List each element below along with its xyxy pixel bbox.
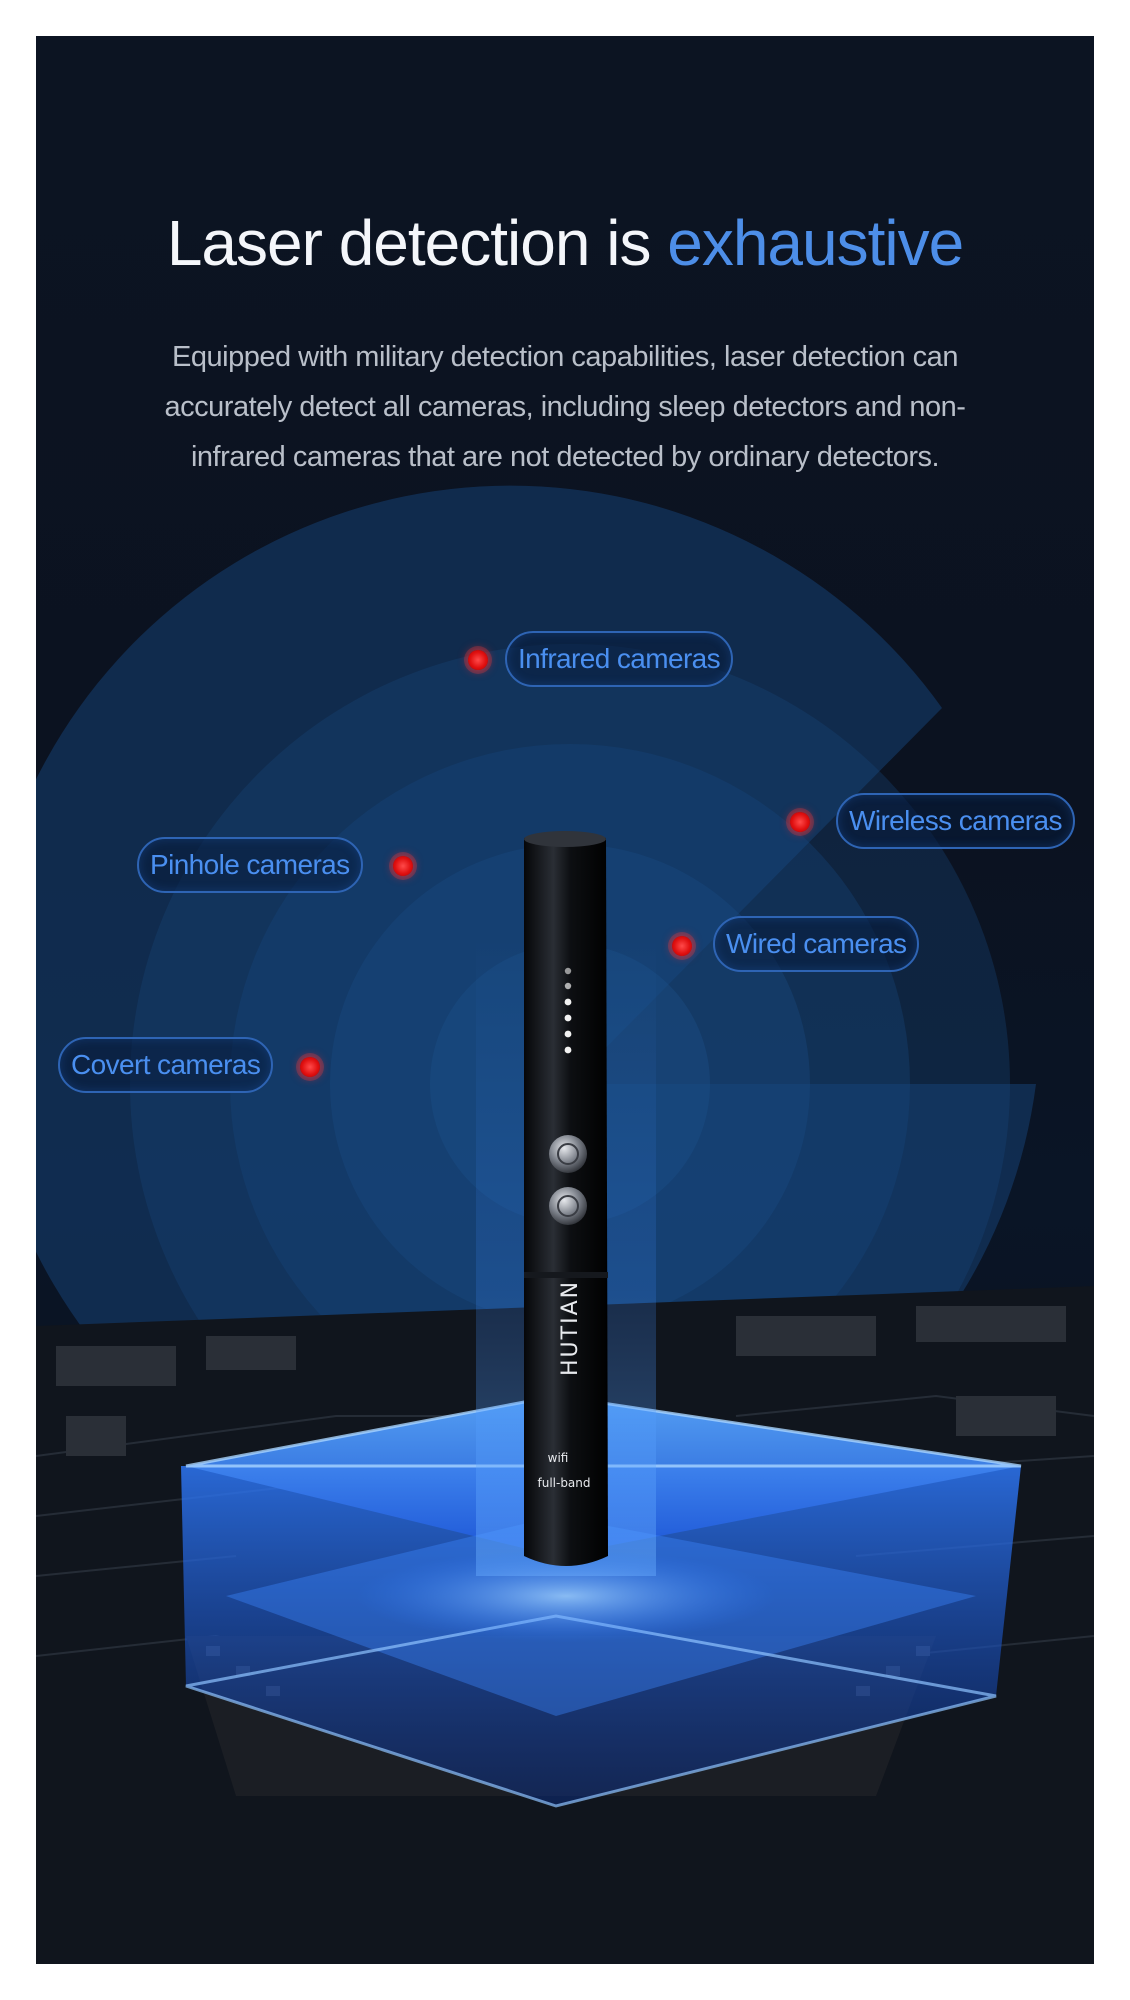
wireless-cameras-label: Wireless cameras bbox=[836, 793, 1075, 849]
headline: Laser detection is exhaustive bbox=[36, 206, 1094, 280]
product-panel: HUTIAN wifi full-band Laser detection is… bbox=[36, 36, 1094, 1964]
covert-cameras-label: Covert cameras bbox=[58, 1037, 274, 1093]
pinhole-indicator-dot bbox=[393, 856, 413, 876]
wireless-indicator-dot bbox=[790, 812, 810, 832]
wired-cameras-label: Wired cameras bbox=[713, 916, 920, 972]
infrared-indicator-dot bbox=[468, 650, 488, 670]
headline-main: Laser detection is bbox=[166, 207, 652, 279]
description-text: Equipped with military detection capabil… bbox=[164, 341, 966, 473]
headline-accent: exhaustive bbox=[667, 207, 964, 279]
background-scene: HUTIAN wifi full-band bbox=[36, 485, 1094, 1964]
wired-indicator-dot bbox=[672, 936, 692, 956]
device-brand: HUTIAN bbox=[558, 1280, 583, 1376]
covert-indicator-dot bbox=[300, 1057, 320, 1077]
infrared-cameras-label: Infrared cameras bbox=[505, 631, 734, 687]
pinhole-cameras-label: Pinhole cameras bbox=[137, 837, 363, 893]
device-wifi-text: wifi bbox=[548, 1451, 569, 1465]
device-band-text: full-band bbox=[537, 1476, 590, 1490]
